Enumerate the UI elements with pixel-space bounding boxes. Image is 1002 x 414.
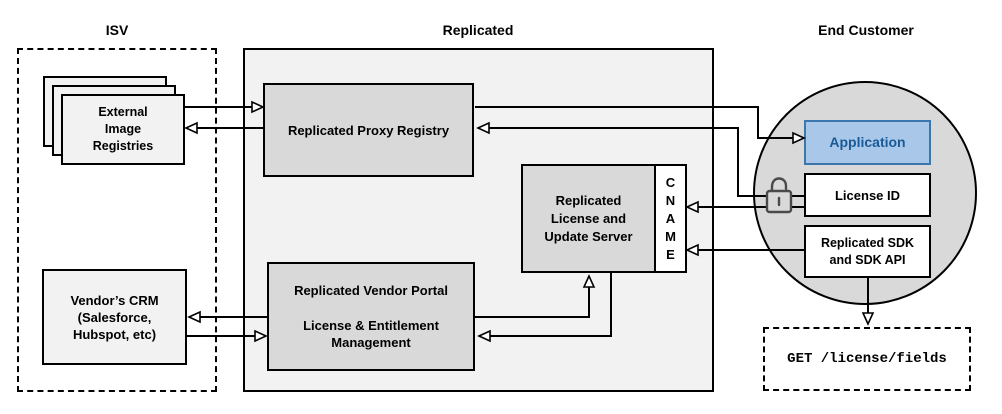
node-get-license-fields: GET /license/fields <box>763 327 971 391</box>
node-vendor-crm: Vendor’s CRM (Salesforce, Hubspot, etc) <box>42 269 187 365</box>
node-vendor-portal: Replicated Vendor Portal License & Entit… <box>267 262 475 371</box>
section-label-isv: ISV <box>105 22 129 38</box>
node-license-update-server: Replicated License and Update Server <box>521 164 656 273</box>
section-label-end-customer: End Customer <box>818 22 914 38</box>
node-cname: C N A M E <box>654 164 687 273</box>
node-license-id: License ID <box>804 173 931 217</box>
node-replicated-sdk: Replicated SDK and SDK API <box>804 225 931 278</box>
node-external-image-registries: External Image Registries <box>61 94 185 165</box>
isv-boundary-box <box>17 48 217 392</box>
node-application: Application <box>804 120 931 165</box>
node-proxy-registry: Replicated Proxy Registry <box>263 83 474 177</box>
section-label-replicated: Replicated <box>442 22 514 38</box>
